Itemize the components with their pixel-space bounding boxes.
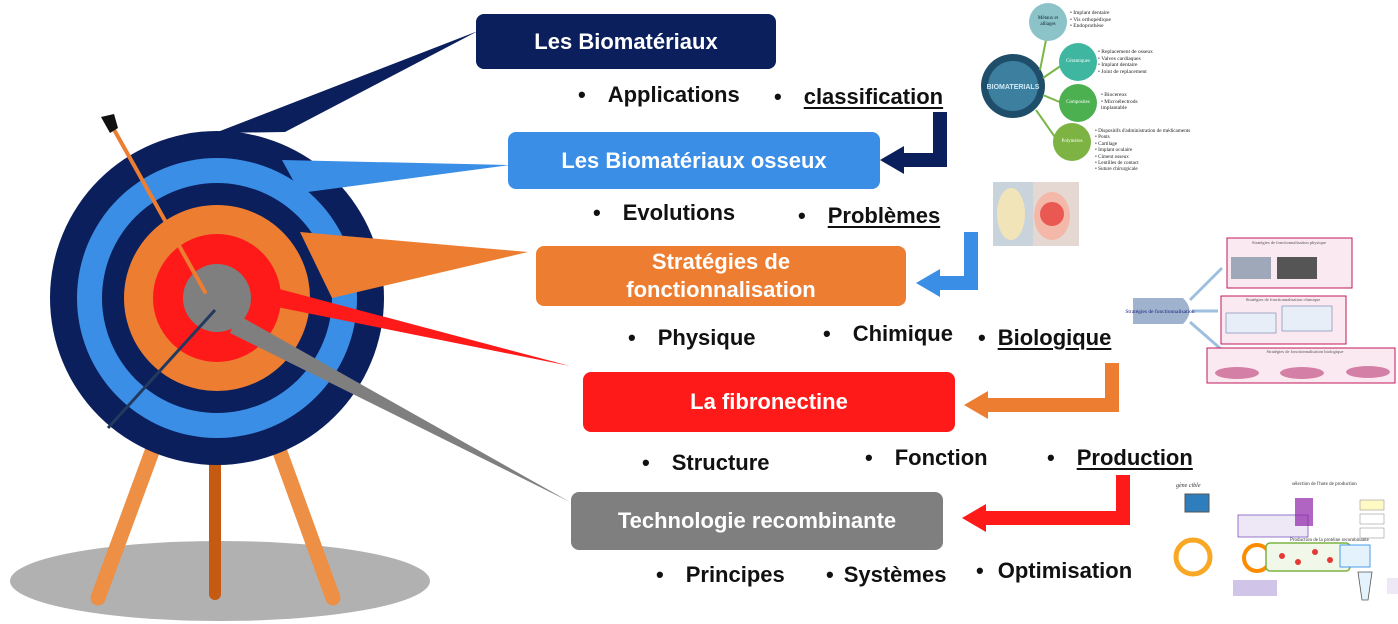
arrow-shadow [106,308,217,430]
item-label: classification [803,84,944,109]
biomaterials-thumb-line: • Implant oculaire [1095,147,1133,154]
item-label: Physique [657,325,756,350]
bent-arrow-icon [880,112,1130,532]
biomaterials-thumb-line: • Dispositifs d'administration de médica… [1095,128,1191,134]
strategies-thumb-group-title: Stratégies de fonctionnalisation physiqu… [1251,240,1327,245]
biomaterials-thumb-line: • Ponts [1095,134,1110,141]
item-chimique: •Chimique [823,321,953,346]
arrow-icon [101,114,207,294]
box-strategies-label: Stratégies de fonctionnalisation [626,249,816,302]
box-recombinante: Technologie recombinante [571,492,943,550]
box-fibronectine-label: La fibronectine [690,389,848,414]
ray-red [262,286,570,366]
box-strategies: Stratégies de fonctionnalisation [536,246,906,306]
strategies-thumb-group-title: Stratégies de fonctionnalisation chimiqu… [1245,297,1321,302]
biomaterials-thumb-line: • Microélectrods [1101,98,1138,105]
ray-blue [282,160,510,193]
item-principes: •Principes [656,562,785,587]
biomaterials-thumb-center: BIOMATERIALS [987,84,1040,91]
box-biomateriaux-osseux-label: Les Biomatériaux osseux [561,147,827,173]
biomaterials-thumb-line: • Valves cardiaques [1098,55,1141,62]
knee-image-icon [993,182,1079,246]
item-structure: •Structure [642,450,770,475]
item-label: Optimisation [997,558,1133,583]
item-evolutions: •Evolutions [593,200,736,225]
biomaterials-thumb-line: • Implant dentaire [1070,10,1110,16]
item-problemes: •Problèmes [798,203,941,228]
item-fonction: •Fonction [865,445,988,470]
biomaterials-thumb-text: • Dispositifs d'administration de médica… [1095,128,1215,173]
biomaterials-thumb-line: • Suture chirurgicale [1095,166,1138,173]
strategies-thumb-root: Stratégies de fonctionnalisation [1125,308,1195,315]
biomaterials-thumb-node-label: Céramiques [1066,59,1090,64]
item-label: Chimique [852,321,953,346]
item-classification: •classification [774,84,944,109]
biomaterials-thumb-line: • Replacement de osseux [1098,49,1153,55]
box-recombinante-label: Technologie recombinante [617,508,897,533]
biomaterials-thumb-text: • Implant dentaire • Vis orthopédique • … [1070,10,1200,30]
recombinant-thumbnail [1173,493,1398,601]
strategies-thumbnail [1133,237,1396,384]
biomaterials-thumb-node-label: Polymères [1061,139,1083,144]
item-biologique: •Biologique [978,325,1112,350]
biomaterials-thumbnail [981,3,1097,161]
box-biomateriaux-osseux: Les Biomatériaux osseux [508,132,880,189]
recombinant-thumb-label: sélection de l'hote de production [1292,482,1357,487]
item-label: Principes [685,562,785,587]
ray-navy [215,31,478,133]
biomaterials-thumb-line: • Vis orthopédique [1070,16,1111,23]
box-biomateriaux-label: Les Biomatériaux [534,28,718,54]
item-applications: •Applications [578,82,740,107]
box-fibronectine: La fibronectine [583,372,955,432]
item-label: Biologique [997,325,1112,350]
recombinant-thumb-label: gène cible [1176,483,1201,489]
biomaterials-thumb-line: • Endoprothèse [1070,23,1104,30]
item-physique: •Physique [628,325,756,350]
item-optimisation: •Optimisation [976,558,1133,583]
biomaterials-thumb-node-label: Métaux et alliages [1037,16,1059,27]
item-label: Fonction [894,445,988,470]
item-production: •Production [1047,445,1193,470]
ray-gray [230,315,570,502]
strategies-thumb-group-title: Stratégies de fonctionnalisation biologi… [1266,349,1344,354]
item-label: Problèmes [827,203,941,228]
item-label: Applications [607,82,740,107]
biomaterials-thumb-line: • Cartilage [1095,140,1118,147]
item-label: Production [1076,445,1193,470]
biomaterials-thumb-line: • Lentilles de contact [1095,160,1139,167]
biomaterials-thumb-line: • Biocereux [1101,92,1127,98]
recombinant-thumb-label: Production de la protéine recombinante [1290,538,1370,543]
item-label: Evolutions [622,200,736,225]
item-label: Systèmes [843,562,947,587]
item-systemes: •Systèmes [826,562,947,587]
biomaterials-thumb-line: implantable [1101,105,1127,112]
biomaterials-thumb-text: • Replacement de osseux • Valves cardiaq… [1098,49,1198,75]
biomaterials-thumb-line: • Implant dentaire [1098,62,1138,69]
biomaterials-thumb-line: • Ciment osseux [1095,153,1129,160]
biomaterials-thumb-line: • Joint de replacement [1098,68,1147,75]
biomaterials-thumb-node-label: Composites [1066,100,1090,105]
item-label: Structure [671,450,770,475]
box-biomateriaux: Les Biomatériaux [476,14,776,69]
biomaterials-thumb-text: • Biocereux • Microélectrods implantable [1101,92,1191,112]
ray-orange [300,232,528,298]
